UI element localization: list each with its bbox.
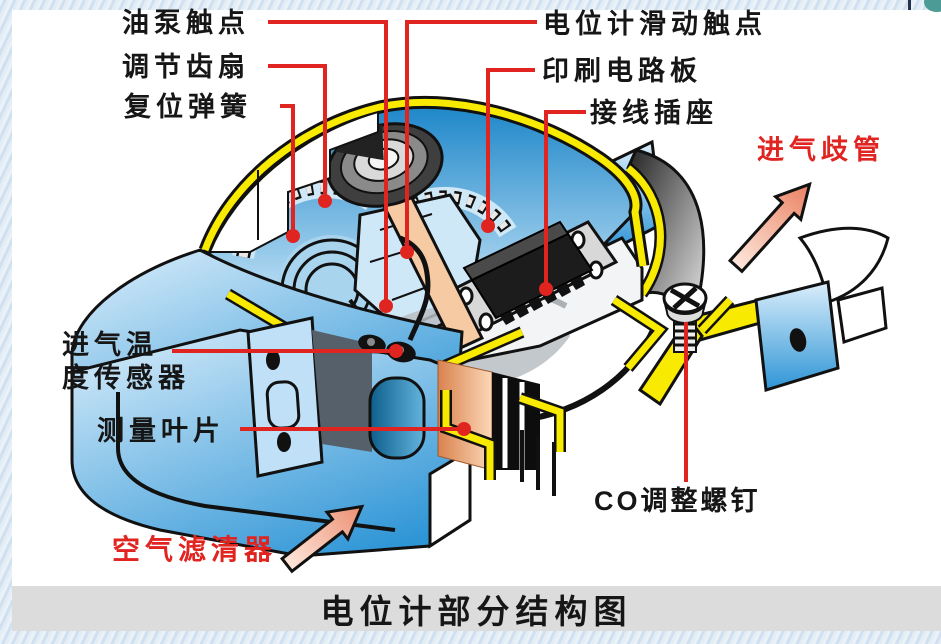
caption-bar: 电位计部分结构图 <box>12 586 941 631</box>
corner-ornament <box>924 0 941 12</box>
label-oil-pump-contact: 油泵触点 <box>122 8 250 38</box>
label-printed-circuit-board: 印刷电路板 <box>542 56 702 86</box>
label-intake-temp-sensor-line1: 进气温 <box>62 330 158 360</box>
label-co-adjusting-screw: CO调整螺钉 <box>594 486 761 516</box>
label-measuring-vane: 测量叶片 <box>97 416 225 446</box>
label-wiring-socket: 接线插座 <box>590 98 718 128</box>
label-intake-manifold: 进气歧管 <box>757 135 885 165</box>
label-return-spring: 复位弹簧 <box>124 92 252 122</box>
label-air-filter: 空气滤清器 <box>112 534 278 565</box>
label-adjusting-gear-sector: 调节齿扇 <box>122 52 250 82</box>
caption-text: 电位计部分结构图 <box>320 592 633 630</box>
label-intake-temp-sensor-line2: 度传感器 <box>62 363 190 393</box>
top-right-divider <box>908 0 911 10</box>
label-potentiometer-slider-contact: 电位计滑动触点 <box>543 9 767 39</box>
